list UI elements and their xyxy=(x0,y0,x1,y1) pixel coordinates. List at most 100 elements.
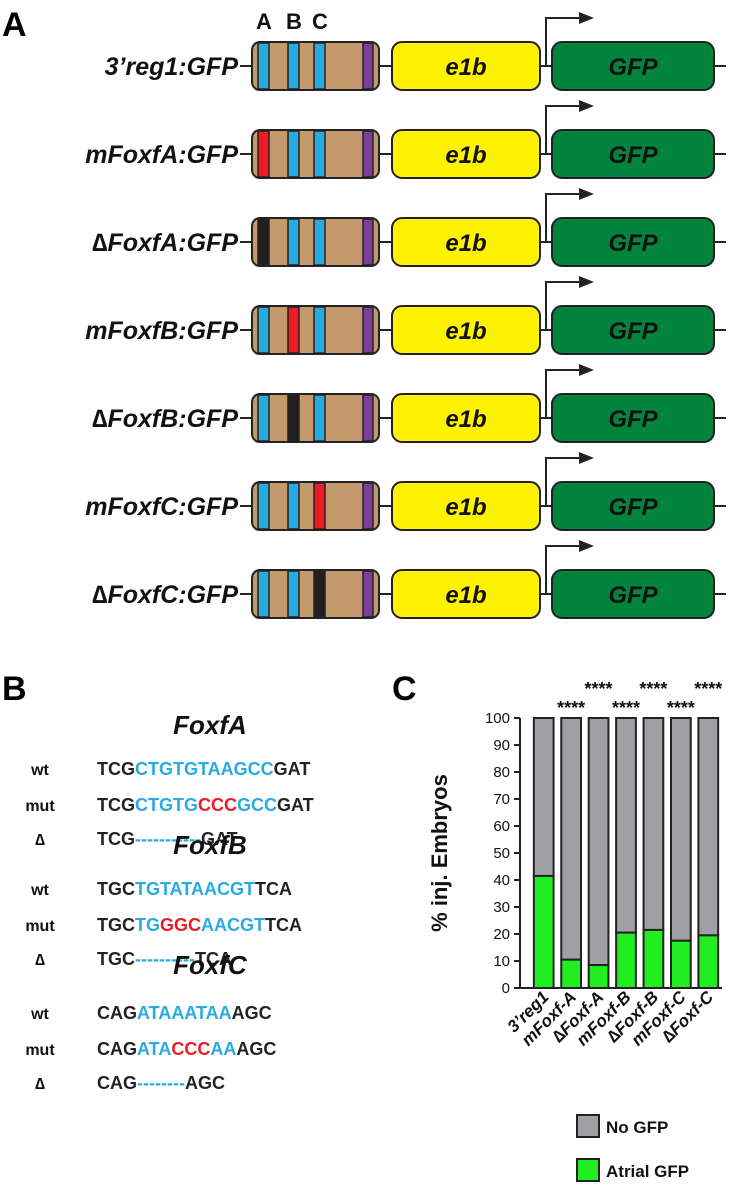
significance-label: **** xyxy=(585,679,613,699)
site-letter-b: B xyxy=(286,9,302,34)
foxf-site-b xyxy=(287,130,300,178)
purple-site xyxy=(362,218,374,266)
significance-label: **** xyxy=(639,679,667,699)
tss-arrow-line xyxy=(545,457,582,506)
tss-arrow-line xyxy=(545,369,582,418)
y-tick-label: 80 xyxy=(493,764,510,781)
sequence-segment: CAG xyxy=(97,1039,137,1059)
tss-arrow-line xyxy=(545,281,582,330)
foxf-site-c xyxy=(313,306,326,354)
sequence-text: TCGCTGTGTAAGCCGAT xyxy=(97,759,310,779)
construct-label: mFoxfB:GFP xyxy=(85,317,238,345)
sequence-segment: TGC xyxy=(97,915,135,935)
foxf-site-a xyxy=(257,42,270,90)
sequence-segment: CAG xyxy=(97,1003,137,1023)
tss-arrowhead xyxy=(579,276,594,288)
tss-arrow-line xyxy=(545,105,582,154)
sequence-text: CAGATAAATAAAGC xyxy=(97,1003,272,1023)
e1b-box xyxy=(391,41,541,91)
construct-label: 3’reg1:GFP xyxy=(105,53,239,81)
gfp-label: GFP xyxy=(608,494,658,521)
construct-label: ∆FoxfA:GFP xyxy=(92,229,238,257)
sequence-row-label: wt xyxy=(30,1006,49,1023)
y-tick-label: 30 xyxy=(493,899,510,916)
sequence-segment: GCC xyxy=(237,795,277,815)
gfp-label: GFP xyxy=(608,582,658,609)
sequence-segment: CCC xyxy=(171,1039,210,1059)
sequence-text: TCGCTGTGCCCGCCGAT xyxy=(97,795,314,815)
y-tick-label: 70 xyxy=(493,791,510,808)
construct-label: ∆FoxfB:GFP xyxy=(92,405,238,433)
purple-site xyxy=(362,570,374,618)
sequence-segment: TCG xyxy=(97,759,135,779)
e1b-box xyxy=(391,129,541,179)
sequence-segment: AGC xyxy=(185,1073,225,1093)
foxf-site-b xyxy=(287,218,300,266)
foxf-site-b xyxy=(287,42,300,90)
legend-swatch xyxy=(576,1114,600,1138)
sequence-segment: CTGTG xyxy=(135,795,198,815)
sequence-segment: GAT xyxy=(274,759,311,779)
foxf-site-b xyxy=(287,482,300,530)
tss-arrow-line xyxy=(545,17,582,66)
construct-label: mFoxfC:GFP xyxy=(85,493,238,521)
sequence-segment: TCG xyxy=(97,829,135,849)
foxf-site-c xyxy=(313,482,326,530)
e1b-label: e1b xyxy=(445,230,486,257)
sequence-segment: CCC xyxy=(198,795,237,815)
y-tick-label: 40 xyxy=(493,872,510,889)
y-tick-label: 90 xyxy=(493,737,510,754)
purple-site xyxy=(362,42,374,90)
foxf-site-a xyxy=(257,218,270,266)
gfp-box xyxy=(551,217,715,267)
purple-site xyxy=(362,306,374,354)
y-tick-label: 100 xyxy=(485,710,510,727)
sequence-text: TGCTGTATAACGTTCA xyxy=(97,879,292,899)
e1b-box xyxy=(391,481,541,531)
sequence-segment: TGTATAACGT xyxy=(135,879,255,899)
foxf-site-c xyxy=(313,130,326,178)
sequence-row-label: ∆ xyxy=(35,832,45,849)
sequence-segment: AA xyxy=(210,1039,236,1059)
bar-atrial-gfp xyxy=(615,931,637,990)
significance-label: **** xyxy=(557,698,585,718)
e1b-box xyxy=(391,569,541,619)
bar-no-gfp xyxy=(560,717,583,961)
sequence-segment: -------- xyxy=(137,1073,185,1093)
sequence-text: TGCTGGGCAACGTTCA xyxy=(97,915,302,935)
sequence-text: TGC----------TCA xyxy=(97,949,232,969)
sequence-segment: TGC xyxy=(97,949,135,969)
bar-atrial-gfp xyxy=(532,874,555,990)
sequence-row-label: mut xyxy=(25,798,55,815)
sequence-title: FoxfC xyxy=(173,950,248,980)
sequence-text: CAGATACCCAAAGC xyxy=(97,1039,276,1059)
y-tick-label: 50 xyxy=(493,845,510,862)
purple-site xyxy=(362,482,374,530)
foxf-site-a xyxy=(257,130,270,178)
e1b-label: e1b xyxy=(445,318,486,345)
tss-arrowhead xyxy=(579,100,594,112)
sequence-segment: CAG xyxy=(97,1073,137,1093)
sequence-segment: GAT xyxy=(201,829,238,849)
bar-atrial-gfp xyxy=(587,964,610,989)
construct-label: mFoxfA:GFP xyxy=(85,141,238,169)
foxf-site-c xyxy=(313,394,326,442)
foxf-site-a xyxy=(257,482,270,530)
significance-label: **** xyxy=(694,679,722,699)
sequence-segment: ----------- xyxy=(135,829,201,849)
site-letter-c: C xyxy=(312,9,328,34)
bar-atrial-gfp xyxy=(697,934,720,989)
y-tick-label: 20 xyxy=(493,926,510,943)
sequence-segment: ---------- xyxy=(135,949,195,969)
foxf-site-a xyxy=(257,306,270,354)
tss-arrowhead xyxy=(579,452,594,464)
gfp-label: GFP xyxy=(608,406,658,433)
